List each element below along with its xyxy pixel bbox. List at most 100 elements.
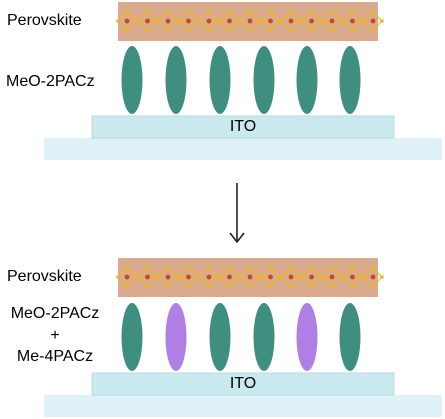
octahedron-vertex — [177, 19, 182, 23]
octahedron-vertex — [186, 266, 191, 270]
octahedron-vertex — [350, 10, 355, 14]
octahedron-vertex — [248, 10, 252, 14]
octahedron-vertex — [157, 19, 161, 23]
octahedron-vertex — [341, 275, 346, 279]
octahedron-vertex — [309, 266, 314, 270]
octahedron-center — [227, 18, 232, 24]
octahedron-vertex — [218, 275, 223, 279]
octahedron-vertex — [175, 275, 179, 279]
top-sam-label: MeO-2PACz — [6, 73, 95, 90]
octahedron-vertex — [371, 284, 375, 288]
octahedron-vertex — [362, 19, 366, 23]
octahedron-center — [329, 274, 335, 280]
octahedron-vertex — [125, 266, 129, 270]
octahedron-vertex — [216, 19, 220, 23]
octahedron-vertex — [177, 275, 182, 279]
bottom-sam-molecules — [121, 303, 361, 371]
octahedron-vertex — [257, 19, 261, 23]
meo-2pacz-molecule — [209, 303, 231, 371]
octahedron-vertex — [248, 284, 252, 288]
octahedron-vertex — [216, 275, 220, 279]
octahedron-vertex — [277, 275, 282, 279]
octahedron-vertex — [207, 28, 211, 32]
octahedron-vertex — [339, 19, 343, 23]
octahedron-vertex — [186, 10, 191, 14]
octahedron-vertex — [330, 10, 334, 14]
octahedron-vertex — [125, 10, 129, 14]
bottom-perovskite-lattice — [116, 266, 384, 288]
octahedron-vertex — [330, 28, 334, 32]
octahedron-vertex — [298, 19, 302, 23]
octahedron-center — [186, 18, 191, 24]
octahedron-vertex — [380, 19, 384, 23]
octahedron-center — [288, 274, 294, 280]
octahedron-center — [165, 274, 171, 280]
octahedron-vertex — [195, 19, 200, 23]
octahedron-vertex — [227, 266, 232, 270]
octahedron-vertex — [350, 284, 355, 288]
octahedron-center — [329, 18, 335, 24]
octahedron-vertex — [236, 19, 241, 23]
octahedron-vertex — [268, 28, 273, 32]
octahedron-vertex — [207, 266, 211, 270]
octahedron-vertex — [166, 10, 170, 14]
octahedron-vertex — [248, 28, 252, 32]
octahedron-center — [350, 274, 355, 280]
bottom-sam-label-line1: MeO-2PACz — [10, 305, 100, 322]
octahedron-vertex — [166, 28, 170, 32]
octahedron-center — [165, 18, 171, 24]
octahedron-vertex — [309, 10, 314, 14]
octahedron-center — [186, 274, 191, 280]
octahedron-center — [370, 274, 376, 280]
octahedron-vertex — [175, 19, 179, 23]
octahedron-vertex — [362, 275, 366, 279]
bottom-perovskite-label: Perovskite — [7, 268, 82, 285]
octahedron-vertex — [134, 275, 138, 279]
octahedron-center — [370, 18, 376, 24]
octahedron-vertex — [227, 284, 232, 288]
meo-2pacz-molecule — [253, 303, 275, 371]
octahedron-center — [124, 274, 130, 280]
octahedron-vertex — [227, 10, 232, 14]
octahedron-center — [124, 18, 130, 24]
octahedron-vertex — [371, 10, 375, 14]
octahedron-vertex — [371, 266, 375, 270]
octahedron-vertex — [330, 266, 334, 270]
octahedron-vertex — [318, 275, 323, 279]
octahedron-center — [268, 274, 273, 280]
top-perovskite-label: Perovskite — [7, 12, 82, 29]
octahedron-vertex — [145, 10, 150, 14]
bottom-ito-layer — [91, 372, 395, 396]
octahedron-vertex — [145, 266, 150, 270]
bottom-glass-substrate — [44, 395, 442, 417]
octahedron-vertex — [350, 266, 355, 270]
octahedron-vertex — [257, 275, 261, 279]
octahedron-vertex — [186, 284, 191, 288]
me-4pacz-molecule — [296, 303, 318, 371]
octahedron-center — [309, 18, 314, 24]
top-glass-substrate — [44, 138, 442, 160]
octahedron-vertex — [289, 28, 293, 32]
octahedron-vertex — [280, 19, 284, 23]
octahedron-vertex — [259, 19, 264, 23]
arrow-head — [229, 232, 245, 244]
top-sam-molecules — [121, 46, 361, 114]
octahedron-vertex — [289, 266, 293, 270]
meo-2pacz-molecule — [339, 46, 361, 114]
octahedron-vertex — [166, 284, 170, 288]
octahedron-vertex — [227, 28, 232, 32]
octahedron-vertex — [371, 28, 375, 32]
octahedron-vertex — [339, 275, 343, 279]
octahedron-vertex — [298, 275, 302, 279]
octahedron-vertex — [330, 284, 334, 288]
bottom-sam-label-plus: + — [50, 327, 60, 344]
bottom-panel — [44, 258, 442, 417]
octahedron-vertex — [309, 284, 314, 288]
octahedron-vertex — [125, 284, 129, 288]
octahedron-center — [350, 18, 355, 24]
octahedron-center — [309, 274, 314, 280]
octahedron-vertex — [236, 275, 241, 279]
octahedron-vertex — [350, 28, 355, 32]
octahedron-vertex — [277, 19, 282, 23]
